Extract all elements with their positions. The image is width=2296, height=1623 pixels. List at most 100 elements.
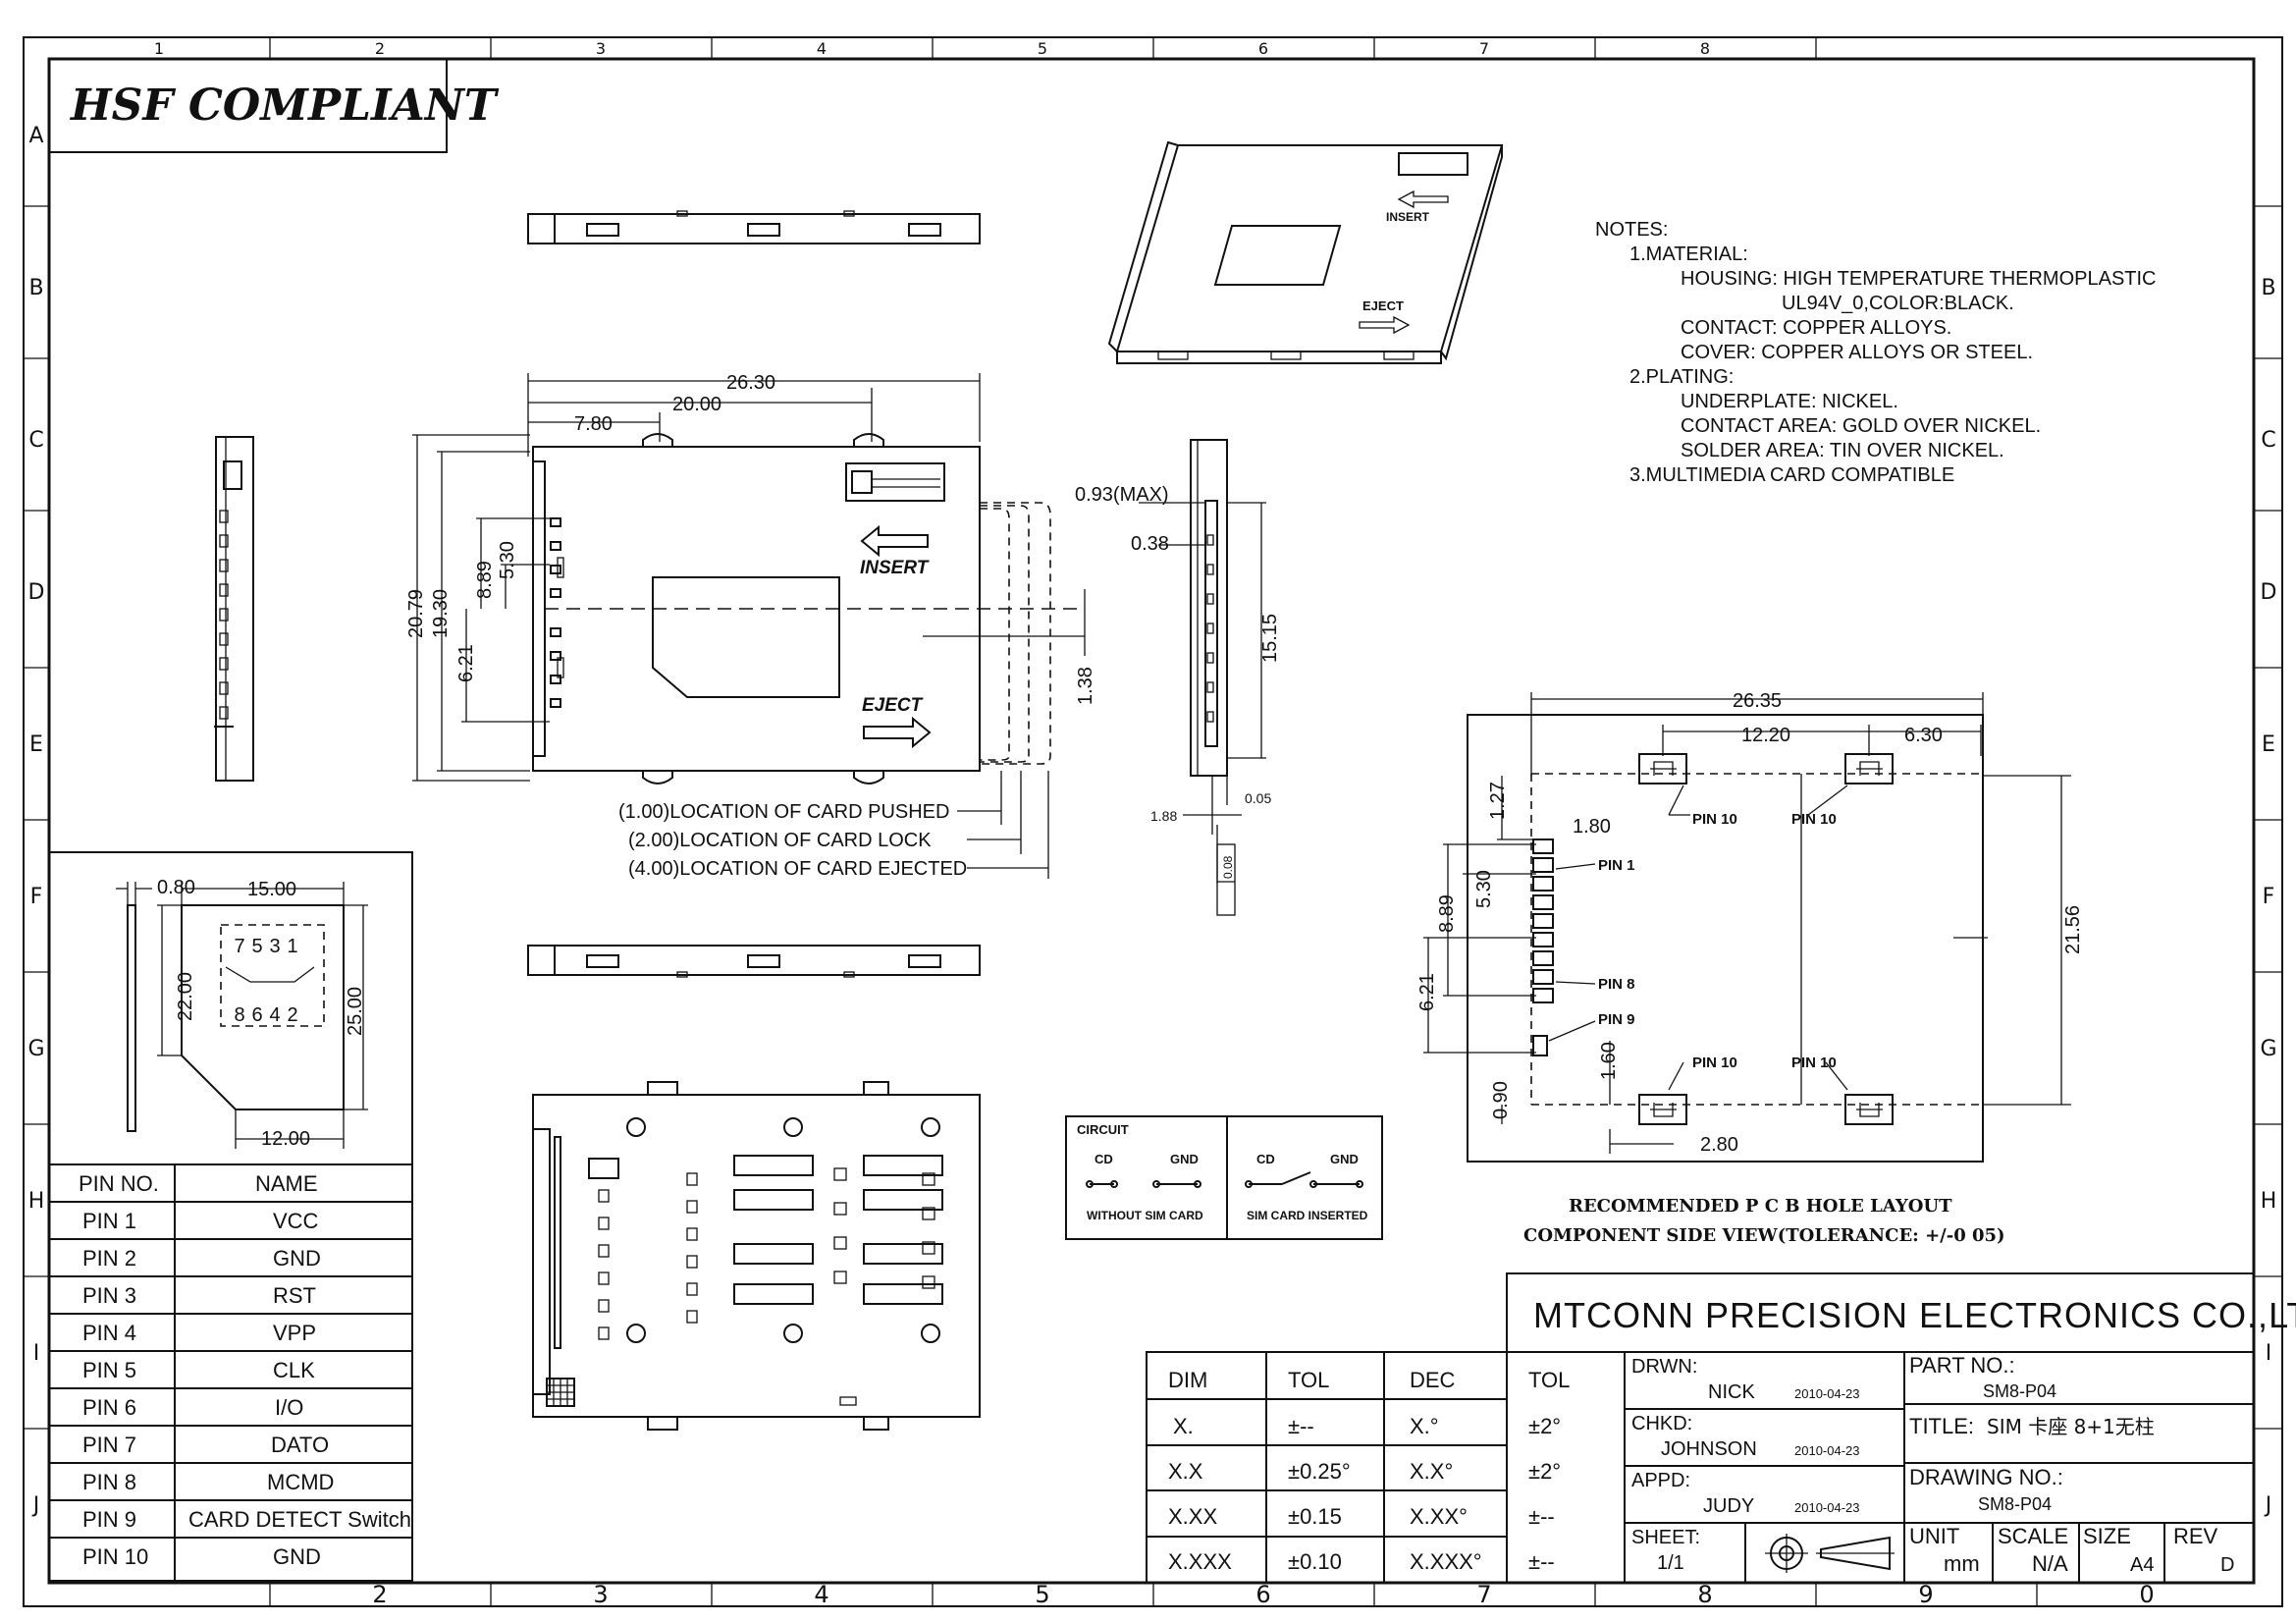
col-label: 5 — [1038, 39, 1047, 58]
rev-label: REV — [2173, 1524, 2218, 1548]
row-label-right: I — [2266, 1341, 2272, 1366]
row-label-right: B — [2261, 276, 2275, 300]
circuit-gnd-left: GND — [1170, 1152, 1199, 1166]
main-top-view: INSERT EJECT 26.30 20.00 7.80 20. — [405, 372, 1096, 880]
pad-number: 5 — [251, 936, 262, 957]
pin-name: RST — [273, 1283, 316, 1308]
tol-cell: ±0.15 — [1288, 1504, 1342, 1529]
pin-name: GND — [273, 1544, 321, 1569]
row-label-right: E — [2262, 732, 2275, 757]
dim-20-79: 20.79 — [405, 589, 427, 638]
dim-25-00: 25.00 — [345, 987, 366, 1036]
pcb-dim-0-90: 0.90 — [1490, 1081, 1512, 1119]
pcb-caption-2: COMPONENT SIDE VIEW(TOLERANCE: +/-0 05) — [1523, 1225, 2005, 1246]
row-label-right: H — [2261, 1189, 2277, 1214]
dim-7-80: 7.80 — [574, 413, 613, 435]
pad-number: 8 — [234, 1004, 244, 1026]
dim-22-00: 22.00 — [175, 972, 196, 1021]
dim-6-21: 6.21 — [455, 644, 477, 682]
col-label: 7 — [1479, 39, 1489, 58]
col-label: 8 — [1700, 39, 1710, 58]
dim-0-80: 0.80 — [157, 877, 195, 898]
circuit-caption-left: WITHOUT SIM CARD — [1087, 1209, 1203, 1222]
row-label: I — [33, 1341, 40, 1366]
pin-name: CLK — [273, 1358, 315, 1382]
notes-line: CONTACT AREA: GOLD OVER NICKEL. — [1681, 415, 2041, 437]
row-label: A — [28, 124, 43, 148]
pcb-dim-26-35: 26.35 — [1733, 690, 1782, 712]
dim-15-00: 15.00 — [247, 879, 296, 900]
pin-name: MCMD — [267, 1470, 334, 1494]
notes-line: UL94V_0,COLOR:BLACK. — [1782, 293, 2014, 314]
pcb-pin-label: PIN 8 — [1598, 976, 1635, 993]
tol-cell: ±2° — [1528, 1459, 1561, 1484]
pcb-pin-label: PIN 10 — [1791, 811, 1837, 828]
tol-cell: X.X° — [1410, 1459, 1453, 1484]
dim-0-38: 0.38 — [1131, 533, 1169, 555]
location-lock: (2.00)LOCATION OF CARD LOCK — [628, 830, 932, 851]
part-no-value: SM8-P04 — [1983, 1381, 2056, 1401]
eject-label: EJECT — [862, 695, 924, 716]
row-label-right: F — [2263, 885, 2275, 909]
appd-name: JUDY — [1703, 1495, 1754, 1517]
side-profile-view: 0.93(MAX) 0.38 15.15 1.88 0.05 0.08 — [1075, 439, 1281, 916]
tol-header: TOL — [1288, 1368, 1329, 1392]
unit-value: mm — [1944, 1551, 1980, 1576]
pcb-layout: 26.35 12.20 6.30 1.27 1.80 8.89 5.30 6.2… — [1416, 690, 2084, 1246]
row-label-right: J — [2264, 1493, 2272, 1518]
notes-line: COVER: COPPER ALLOYS OR STEEL. — [1681, 342, 2033, 363]
pcb-pin-label: PIN 10 — [1692, 811, 1737, 828]
tol-cell: X.XXX° — [1410, 1549, 1482, 1574]
pin-name: CARD DETECT Switch — [188, 1507, 411, 1532]
title-value: SIM 卡座 8+1无柱 — [1987, 1415, 2155, 1438]
left-edge-view — [214, 436, 254, 782]
tol-cell: ±0.25° — [1288, 1459, 1351, 1484]
bottom-side-view — [527, 945, 981, 978]
sheet-value: 1/1 — [1657, 1552, 1684, 1574]
tol-cell: ±-- — [1288, 1414, 1314, 1438]
notes: NOTES: 1.MATERIAL: HOUSING: HIGH TEMPERA… — [1595, 219, 2157, 486]
pin-name: VPP — [273, 1321, 316, 1345]
row-label: C — [28, 428, 43, 453]
pcb-pin-label: PIN 1 — [1598, 857, 1635, 874]
tol-cell: ±-- — [1528, 1549, 1555, 1574]
pin-no: PIN 3 — [82, 1283, 136, 1308]
drawing-no-label: DRAWING NO.: — [1909, 1465, 2063, 1489]
top-side-view — [527, 210, 981, 244]
drwn-name: NICK — [1708, 1381, 1755, 1403]
tol-cell: X. — [1173, 1414, 1194, 1438]
scale-label: SCALE — [1998, 1524, 2068, 1548]
row-label-right: C — [2261, 428, 2275, 453]
col-label-bottom: 8 — [1697, 1581, 1712, 1608]
drawing-no-value: SM8-P04 — [1978, 1494, 2052, 1514]
hsf-banner: HSF COMPLIANT — [48, 58, 500, 153]
pcb-pin-label: PIN 10 — [1692, 1055, 1737, 1071]
pcb-dim-1-27: 1.27 — [1487, 782, 1509, 820]
dim-19-30: 19.30 — [430, 589, 452, 638]
dim-20-00: 20.00 — [672, 394, 721, 415]
circuit-caption-right: SIM CARD INSERTED — [1247, 1209, 1368, 1222]
dim-8-89: 8.89 — [474, 561, 496, 599]
circuit-title: CIRCUIT — [1077, 1122, 1129, 1137]
notes-line: 2.PLATING: — [1629, 366, 1734, 388]
dim-1-88: 1.88 — [1150, 808, 1177, 824]
pin-no: PIN 6 — [82, 1395, 136, 1420]
row-label: B — [28, 276, 43, 300]
circuit-cd-left: CD — [1095, 1152, 1113, 1166]
col-label-bottom: 9 — [1918, 1581, 1933, 1608]
dim-26-30: 26.30 — [726, 372, 775, 394]
pin-no: PIN 9 — [82, 1507, 136, 1532]
chkd-label: CHKD: — [1631, 1413, 1692, 1434]
col-label-bottom: 5 — [1035, 1581, 1049, 1608]
col-label-bottom: 6 — [1255, 1581, 1270, 1608]
tol-cell: X.XX — [1168, 1504, 1217, 1529]
sheet-label: SHEET: — [1631, 1527, 1700, 1548]
dim-0-08: 0.08 — [1221, 855, 1235, 879]
chkd-date: 2010-04-23 — [1794, 1443, 1860, 1458]
circuit-gnd-right: GND — [1330, 1152, 1359, 1166]
tol-cell: ±0.10 — [1288, 1549, 1342, 1574]
notes-line: HOUSING: HIGH TEMPERATURE THERMOPLASTIC — [1681, 268, 2157, 290]
pcb-dim-6-30: 6.30 — [1904, 725, 1943, 746]
pad-number: 2 — [287, 1004, 297, 1026]
